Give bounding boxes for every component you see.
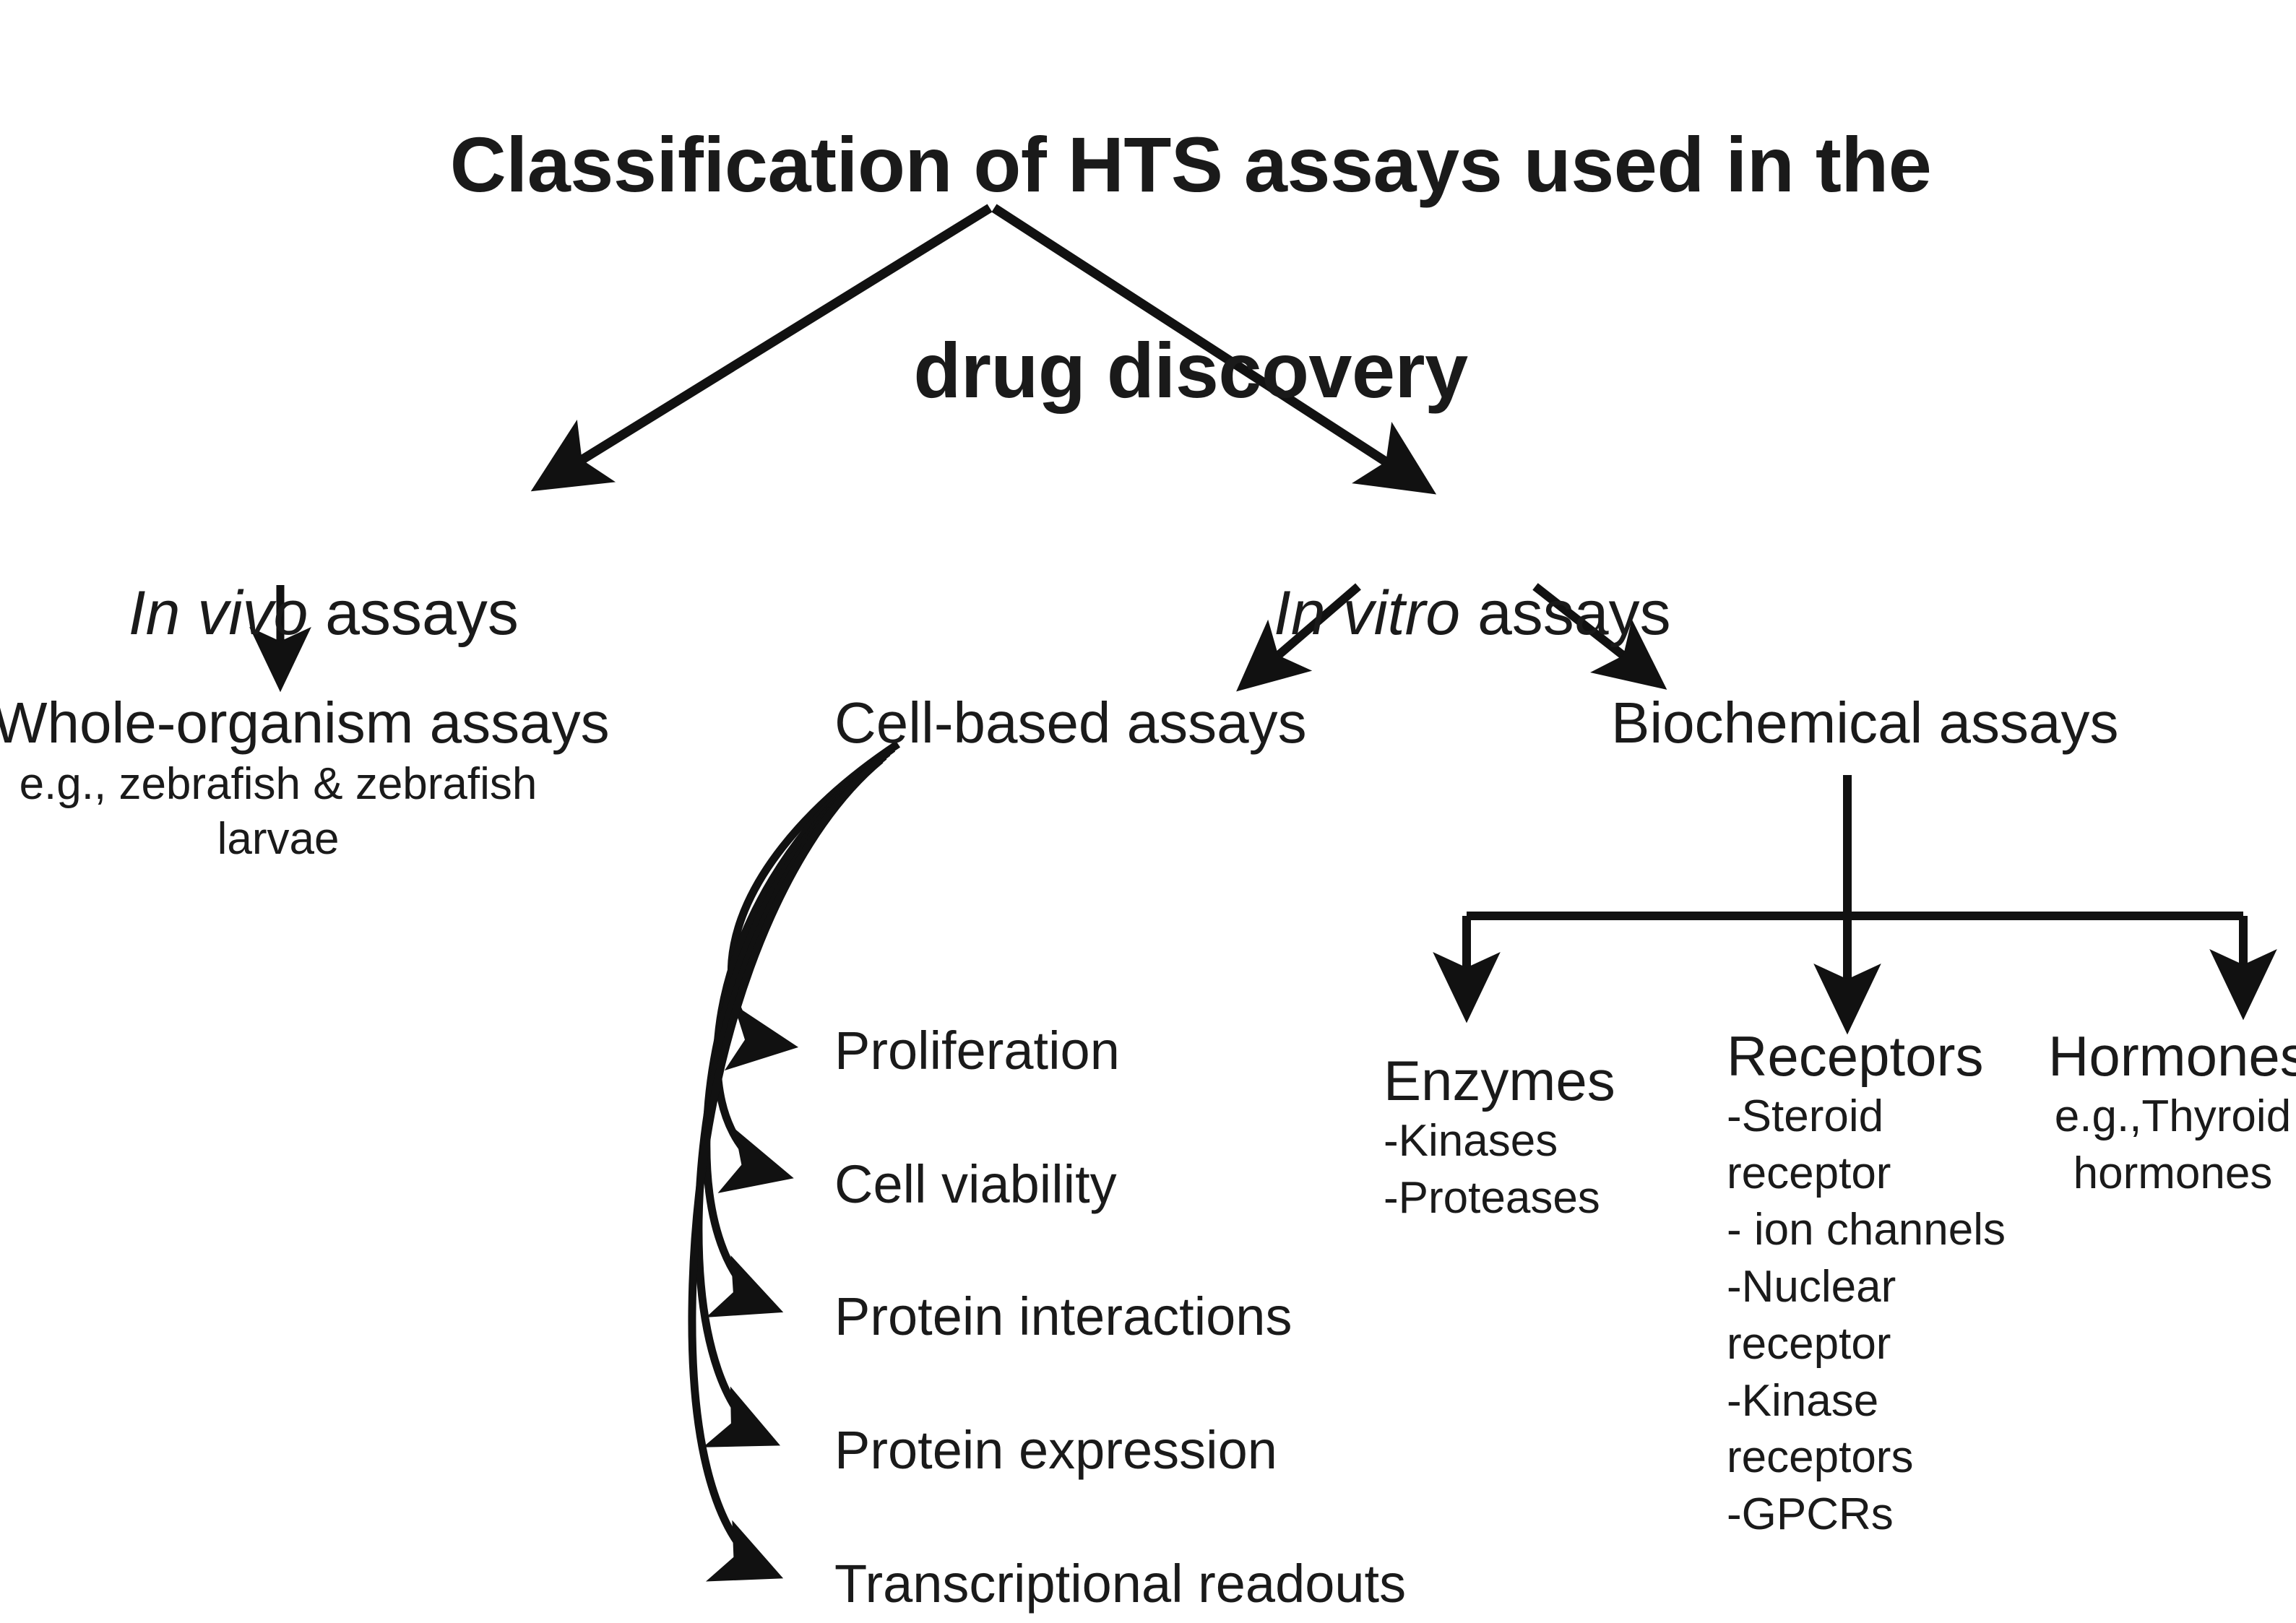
- node-cell-based-assays: Cell-based assays: [834, 691, 1307, 755]
- column-hormones-items: e.g.,Thyroid hormones: [2054, 1091, 2292, 1198]
- column-hormones-title: Hormones: [2048, 1024, 2296, 1088]
- node-in-vitro-emphasis: In vitro: [1273, 578, 1461, 648]
- leaf-protein-expression: Protein expression: [834, 1420, 1277, 1480]
- node-in-vitro-rest: assays: [1460, 578, 1671, 648]
- arrow-cell-based-to-proliferation: [724, 740, 901, 1071]
- leaf-cell-viability: Cell viability: [834, 1154, 1117, 1214]
- node-in-vivo-assays: In vivo assays: [43, 506, 535, 722]
- column-enzymes: Enzymes -Kinases -Proteases: [1384, 1049, 1701, 1226]
- node-whole-organism-assays: Whole-organism assays: [0, 691, 610, 755]
- column-enzymes-title: Enzymes: [1384, 1049, 1615, 1112]
- column-receptors-items: -Steroid receptor - ion channels -Nuclea…: [1727, 1091, 2006, 1540]
- column-receptors: Receptors -Steroid receptor - ion channe…: [1727, 1024, 2030, 1544]
- node-in-vivo-emphasis: In vivo: [128, 578, 308, 648]
- page-title-line-1: Classification of HTS assays used in the: [449, 120, 1932, 208]
- leaf-proliferation: Proliferation: [834, 1021, 1120, 1081]
- page-title: Classification of HTS assays used in the…: [0, 10, 2296, 525]
- node-whole-organism-example: e.g., zebrafish & zebrafish larvae: [19, 759, 538, 864]
- column-enzymes-items: -Kinases -Proteases: [1384, 1115, 1600, 1223]
- leaf-protein-interactions: Protein interactions: [834, 1286, 1292, 1346]
- arrow-cell-based-to-cell-viability: [713, 745, 896, 1193]
- column-receptors-title: Receptors: [1727, 1024, 1984, 1088]
- node-in-vivo-rest: assays: [308, 578, 519, 648]
- column-hormones: Hormones e.g.,Thyroid hormones: [2048, 1024, 2296, 1202]
- node-biochemical-assays: Biochemical assays: [1611, 691, 2119, 755]
- leaf-transcriptional-readouts: Transcriptional readouts: [834, 1554, 1407, 1614]
- node-in-vitro-assays: In vitro assays: [1163, 506, 1712, 722]
- page-title-line-2: drug discovery: [913, 326, 1468, 414]
